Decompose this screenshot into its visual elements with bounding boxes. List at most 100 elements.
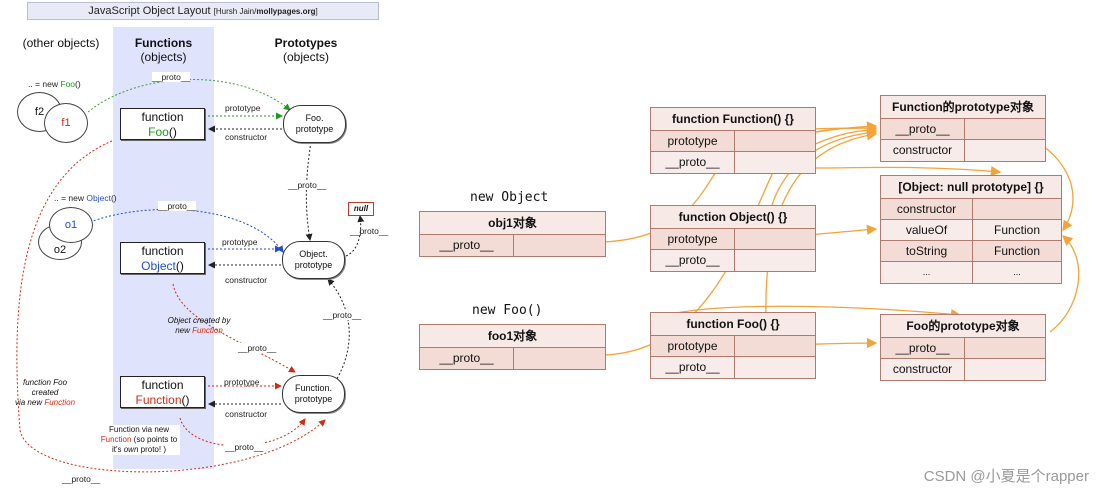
label-constructor-object: constructor: [225, 275, 268, 285]
col-functions-heading: Functions(objects): [134, 36, 193, 64]
label-constructor-function: constructor: [225, 409, 268, 419]
cell-value: ...: [972, 262, 1061, 283]
label-proto-o1: __proto__: [158, 201, 197, 211]
cell-key: prototype: [667, 339, 718, 353]
table-row: ... ...: [881, 262, 1061, 283]
table-header: foo1对象: [420, 325, 605, 348]
cell-value: [734, 250, 815, 271]
table-row: __proto__: [881, 338, 1045, 359]
diagram-title: JavaScript Object Layout [Hursh Jain/mol…: [27, 2, 379, 20]
function-prototype-oval: Function.prototype: [282, 375, 345, 413]
title-text: JavaScript Object Layout: [88, 5, 211, 17]
label-proto-foo-loop: __proto__: [62, 474, 101, 484]
obj1-table: obj1对象 __proto__: [419, 211, 606, 257]
foo-proto-obj-to-null: [1049, 235, 1080, 333]
label-proto-func-chain: __proto__: [323, 310, 362, 320]
cell-key: __proto__: [895, 341, 950, 355]
table-row: prototype: [651, 229, 815, 250]
object-prototype-oval: Object.prototype: [282, 241, 345, 279]
cell-value: Function: [972, 220, 1061, 240]
foo-prototype-oval: Foo.prototype: [283, 105, 346, 143]
cell-key: __proto__: [439, 351, 494, 365]
label-proto-f1: __proto__: [152, 72, 191, 82]
cell-value: [513, 235, 605, 256]
table-header: function Function() {}: [651, 108, 815, 131]
table-row: __proto__: [651, 152, 815, 173]
cell-value: [972, 199, 1061, 219]
cell-key: __proto__: [665, 360, 720, 374]
col-prototypes-heading: Prototypes(objects): [274, 36, 338, 64]
table-row: prototype: [651, 336, 815, 357]
cell-key: __proto__: [665, 155, 720, 169]
object-fn-proto-link: [172, 283, 296, 373]
table-row: prototype: [651, 131, 815, 152]
title-credit: [Hursh Jain/mollypages.org]: [213, 7, 318, 16]
cell-key: constructor: [896, 202, 957, 216]
cell-value: [513, 348, 605, 369]
function-foo-table: function Foo() {} prototype __proto__: [650, 312, 816, 379]
label-proto-object-fn: __proto__: [238, 343, 277, 353]
cell-value: [734, 336, 815, 356]
cell-key: valueOf: [905, 223, 948, 237]
label-proto-function-own: __proto__: [225, 442, 264, 452]
table-row: __proto__: [420, 235, 605, 256]
o1-proto-link: [89, 209, 284, 253]
table-header: obj1对象: [420, 212, 605, 235]
o1-circle: o1: [49, 207, 93, 243]
object-proto-null: [345, 215, 365, 257]
function-proto-chain: [327, 278, 350, 383]
label-proto-null: __proto__: [350, 226, 389, 236]
cell-key: ...: [922, 267, 931, 277]
cell-key: constructor: [892, 362, 953, 376]
label-prototype-function: prototype: [224, 377, 260, 387]
function-object-table: function Object() {} prototype __proto__: [650, 205, 816, 272]
label-prototype-foo: prototype: [225, 103, 261, 113]
table-row: __proto__: [881, 119, 1045, 140]
cell-value: [964, 140, 1045, 161]
cell-key: toString: [905, 244, 948, 258]
csdn-watermark: CSDN @小夏是个rapper: [923, 468, 1089, 485]
cell-key: constructor: [892, 143, 953, 157]
function-own-proto-link: [179, 417, 306, 447]
function-function-table: function Function() {} prototype __proto…: [650, 107, 816, 174]
cell-value: [734, 357, 815, 378]
new-object-label: .. = new Object(): [54, 193, 117, 203]
table-row: __proto__: [651, 250, 815, 271]
cell-key: prototype: [667, 232, 718, 246]
foo1-table: foo1对象 __proto__: [419, 324, 606, 370]
new-foo-code: new Foo(): [472, 303, 543, 318]
table-row: toString Function: [881, 241, 1061, 262]
cell-value: Function: [972, 241, 1061, 261]
table-header: Function的prototype对象: [881, 96, 1045, 119]
new-foo-label: .. = new Foo(): [28, 79, 81, 89]
object-null-prototype-table: [Object: null prototype] {} constructor …: [880, 175, 1062, 284]
cell-value: [734, 131, 815, 151]
cell-value: [964, 119, 1045, 139]
table-header: function Foo() {}: [651, 313, 815, 336]
cell-value: [734, 229, 815, 249]
table-row: valueOf Function: [881, 220, 1061, 241]
table-row: constructor: [881, 140, 1045, 161]
table-header: [Object: null prototype] {}: [881, 176, 1061, 199]
foo-fn-proto-loop: [16, 140, 326, 473]
foo-prototype-object-table: Foo的prototype对象 __proto__ constructor: [880, 314, 1046, 381]
foo-proto-chain: [305, 141, 313, 241]
function-fn-constructor-arrow: [814, 166, 1002, 177]
cell-key: prototype: [667, 134, 718, 148]
col-other-heading: (other objects): [22, 36, 100, 50]
table-row: constructor: [881, 359, 1045, 380]
cell-key: __proto__: [895, 122, 950, 136]
cell-key: __proto__: [665, 253, 720, 267]
table-header: function Object() {}: [651, 206, 815, 229]
cell-value: [734, 152, 815, 173]
new-object-code: new Object: [470, 190, 549, 205]
label-constructor-foo: constructor: [225, 132, 268, 142]
label-prototype-object: prototype: [222, 237, 258, 247]
cell-value: [964, 359, 1045, 380]
